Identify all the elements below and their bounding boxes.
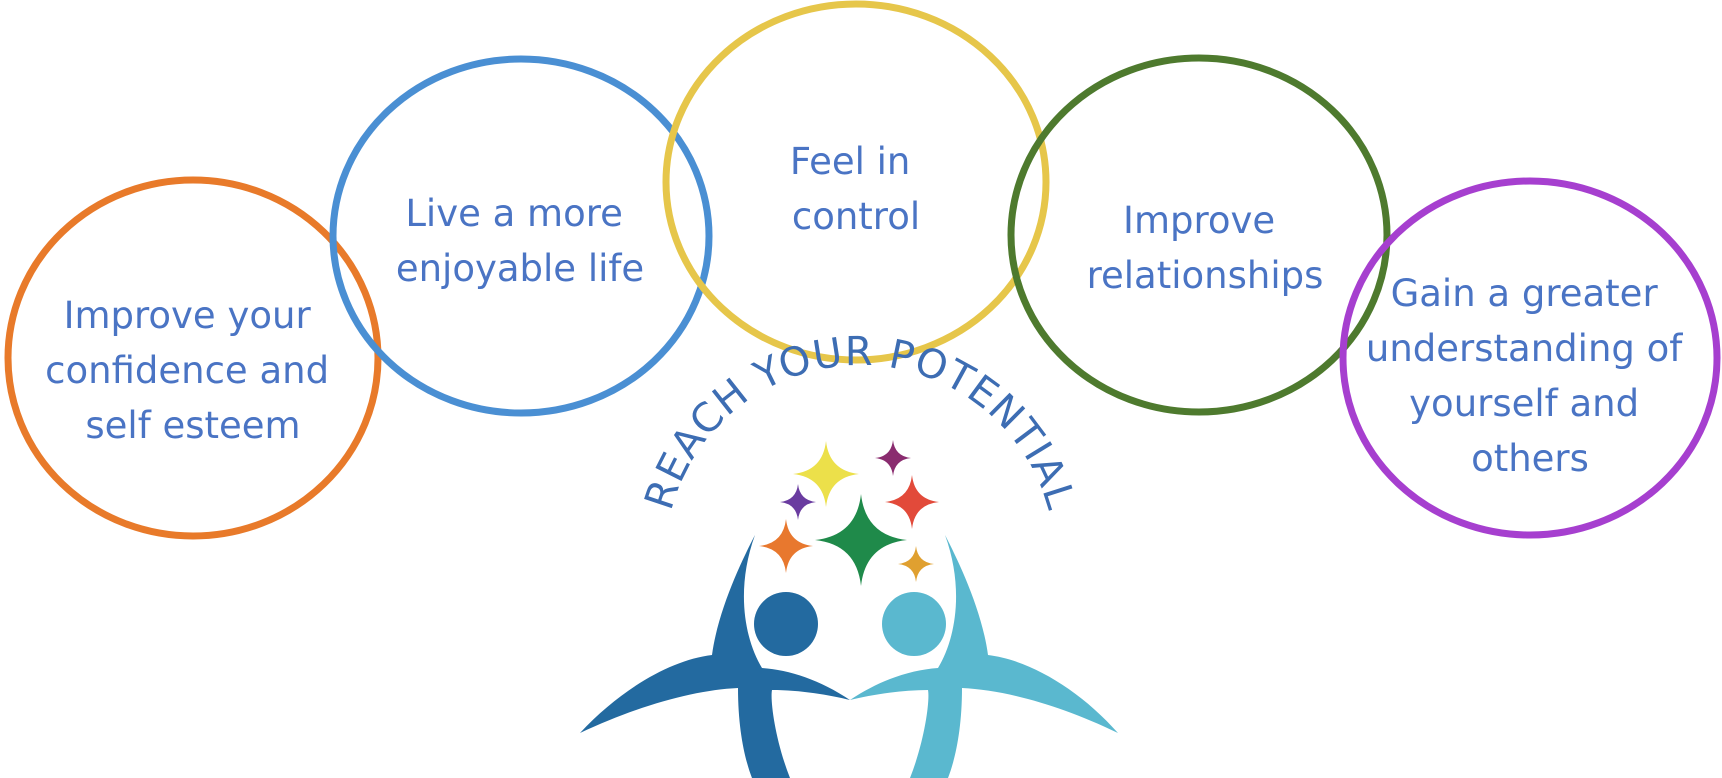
ring-5-outline [1339,177,1721,539]
star-red-icon [885,475,939,529]
star-purple-icon [780,484,816,520]
ring-2-label: Live a more enjoyable life [396,192,644,290]
logo-title: REACH YOUR POTENTIAL [636,329,1083,515]
ring-3-label: Feel in control [790,140,922,238]
ring-1-outline [4,176,382,540]
ring-5: Gain a greater understanding of yourself… [1339,177,1721,539]
star-gold-icon [898,546,934,582]
star-orange-icon [759,519,813,573]
ring-4-outline [1007,54,1391,416]
star-plum-icon [875,440,911,476]
ring-2-outline [329,55,713,417]
star-green-icon [815,494,907,586]
figure-left-icon [580,535,850,778]
ring-3: Feel in control [662,0,1050,364]
ring-2: Live a more enjoyable life [329,55,713,417]
ring-4: Improve relationships [1007,54,1391,416]
ring-3-outline [662,0,1050,364]
ring-1: Improve your confidence and self esteem [4,176,382,540]
star-yellow-icon [793,441,859,507]
logo: REACH YOUR POTENTIAL [580,329,1118,778]
figure-right-icon [850,535,1118,778]
ring-5-label: Gain a greater understanding of yourself… [1366,272,1694,480]
ring-4-label: Improve relationships [1087,199,1324,297]
ring-1-label: Improve your confidence and self esteem [45,294,341,447]
